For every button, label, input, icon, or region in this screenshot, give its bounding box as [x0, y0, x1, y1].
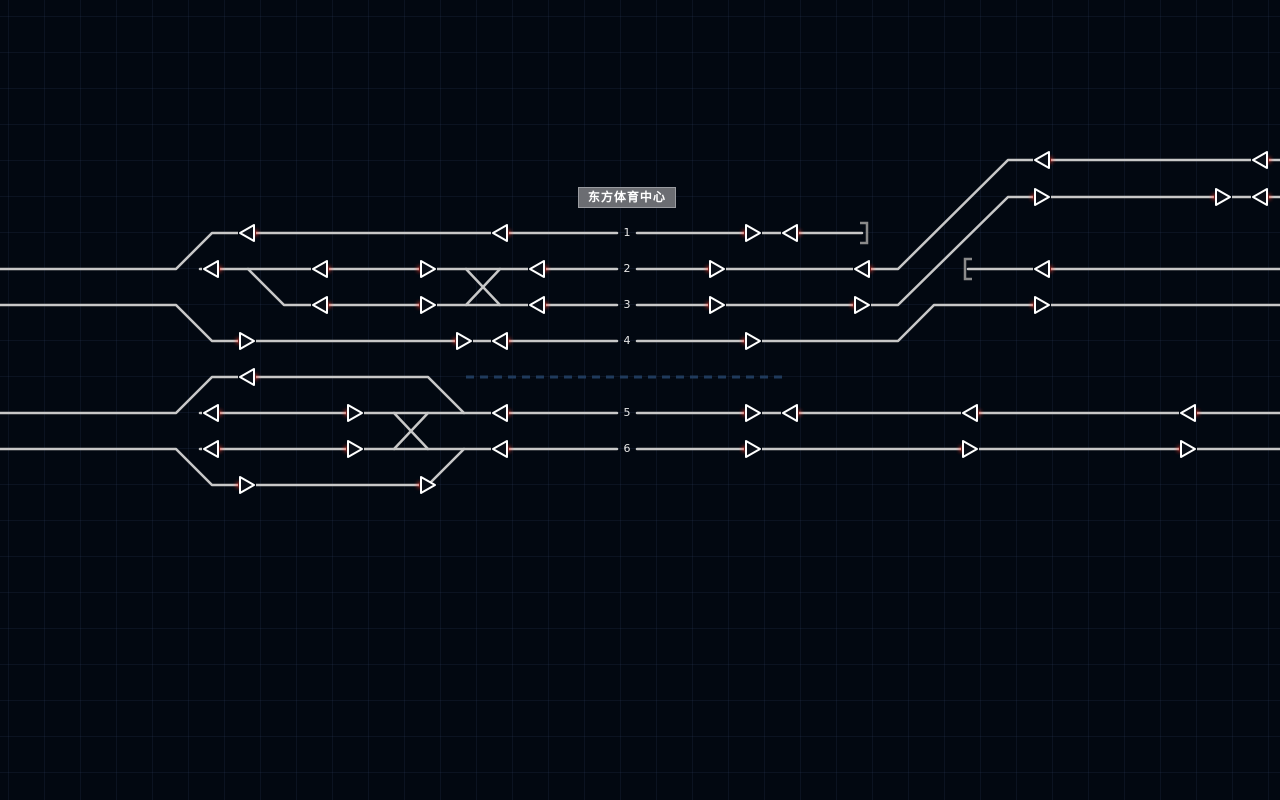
- signal-right-icon[interactable]: [344, 404, 364, 422]
- signal-left-icon[interactable]: [311, 296, 331, 314]
- signal-left-icon[interactable]: [491, 224, 511, 242]
- signal-right-icon[interactable]: [236, 332, 256, 350]
- signal-left-icon[interactable]: [202, 404, 222, 422]
- signal-right-icon[interactable]: [236, 476, 256, 494]
- signal-left-icon[interactable]: [238, 224, 258, 242]
- signal-right-icon[interactable]: [742, 332, 762, 350]
- signal-left-icon[interactable]: [202, 260, 222, 278]
- signal-right-icon[interactable]: [417, 260, 437, 278]
- signal-left-icon[interactable]: [528, 260, 548, 278]
- track-number-5: 5: [623, 406, 631, 419]
- signal-right-icon[interactable]: [417, 476, 437, 494]
- signal-right-icon[interactable]: [742, 404, 762, 422]
- signals-layer[interactable]: [202, 151, 1271, 494]
- rail-track-3[interactable]: [0, 303, 1280, 343]
- signal-left-icon[interactable]: [781, 404, 801, 422]
- track-number-3: 3: [623, 298, 631, 311]
- rail-track-3-inner[interactable]: [246, 195, 1280, 307]
- signal-left-icon[interactable]: [1251, 151, 1271, 169]
- signal-left-icon[interactable]: [853, 260, 873, 278]
- signal-right-icon[interactable]: [453, 332, 473, 350]
- buffer-stop-icon: [963, 257, 972, 281]
- rail-track-1[interactable]: [0, 231, 864, 271]
- rails-layer: [0, 158, 1280, 487]
- buffer-stops: [860, 221, 972, 281]
- signal-left-icon[interactable]: [1179, 404, 1199, 422]
- signal-right-icon[interactable]: [706, 260, 726, 278]
- track-number-4: 4: [623, 334, 631, 347]
- signal-left-icon[interactable]: [1251, 188, 1271, 206]
- track-number-2: 2: [623, 262, 631, 275]
- signal-right-icon[interactable]: [417, 296, 437, 314]
- signal-left-icon[interactable]: [491, 332, 511, 350]
- signal-right-icon[interactable]: [959, 440, 979, 458]
- signal-right-icon[interactable]: [706, 296, 726, 314]
- signal-right-icon[interactable]: [1031, 296, 1051, 314]
- signal-right-icon[interactable]: [742, 224, 762, 242]
- track-number-6: 6: [623, 442, 631, 455]
- rail-track-2[interactable]: [198, 158, 1280, 271]
- rail-track-6[interactable]: [0, 447, 466, 487]
- signal-left-icon[interactable]: [202, 440, 222, 458]
- signal-left-icon[interactable]: [528, 296, 548, 314]
- crossover-lower: [392, 411, 430, 451]
- signal-left-icon[interactable]: [961, 404, 981, 422]
- signal-left-icon[interactable]: [1033, 260, 1053, 278]
- signal-right-icon[interactable]: [1212, 188, 1232, 206]
- signal-left-icon[interactable]: [491, 440, 511, 458]
- signal-left-icon[interactable]: [1033, 151, 1053, 169]
- buffer-stop-icon: [860, 221, 869, 245]
- signal-left-icon[interactable]: [491, 404, 511, 422]
- track-number-1: 1: [623, 226, 631, 239]
- signal-right-icon[interactable]: [742, 440, 762, 458]
- rail-track-5-outer[interactable]: [0, 375, 466, 415]
- signal-left-icon[interactable]: [311, 260, 331, 278]
- signal-left-icon[interactable]: [781, 224, 801, 242]
- signal-right-icon[interactable]: [851, 296, 871, 314]
- crossover-upper: [464, 267, 502, 307]
- station-name-label[interactable]: 东方体育中心: [578, 187, 676, 208]
- signal-left-icon[interactable]: [238, 368, 258, 386]
- signal-right-icon[interactable]: [344, 440, 364, 458]
- signal-right-icon[interactable]: [1031, 188, 1051, 206]
- signal-right-icon[interactable]: [1177, 440, 1197, 458]
